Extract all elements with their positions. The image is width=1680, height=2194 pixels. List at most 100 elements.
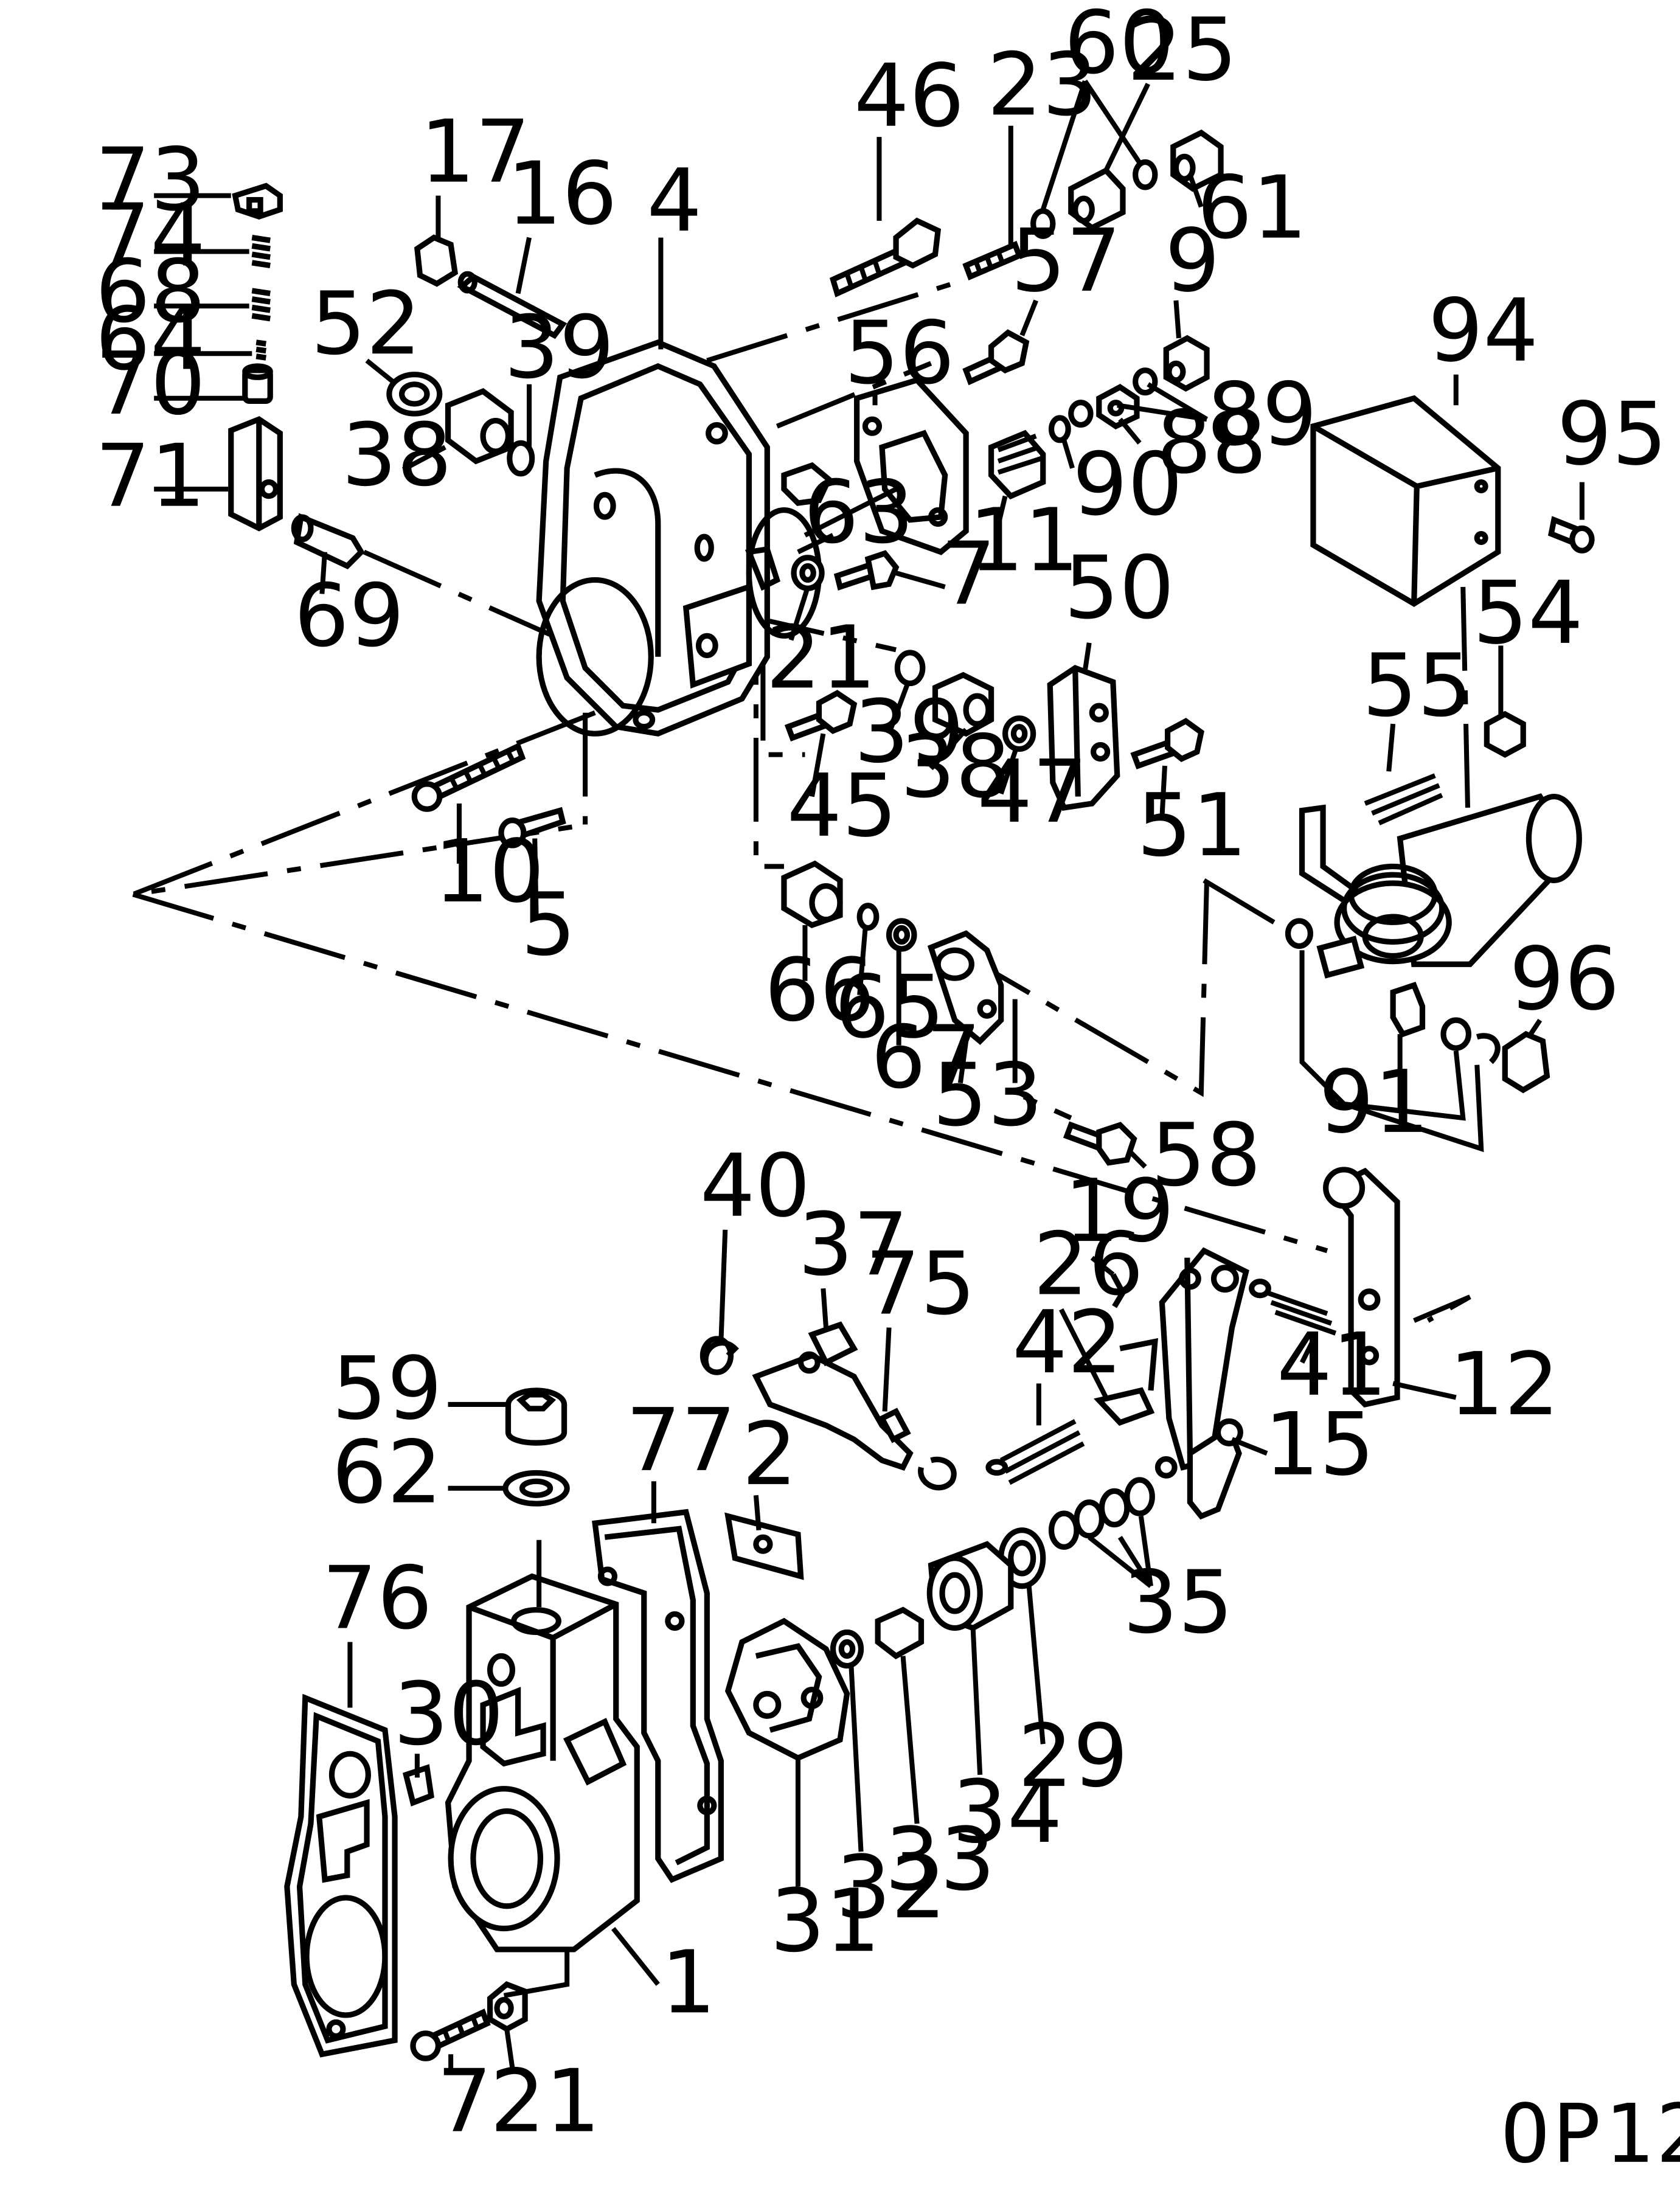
label-61: 61 <box>1197 158 1308 259</box>
label-88: 88 <box>1156 392 1267 493</box>
part-53-lever <box>927 930 1004 1045</box>
part-5-pin <box>498 807 566 849</box>
label-35: 35 <box>1123 1552 1234 1653</box>
label-57: 57 <box>1011 210 1122 311</box>
part-32-washer <box>830 1629 864 1669</box>
label-34: 34 <box>952 1762 1063 1862</box>
part-57-bolt <box>962 329 1030 386</box>
part-23-stud <box>962 240 1023 281</box>
label-52: 52 <box>311 273 422 374</box>
label-19: 19 <box>1064 1161 1175 1262</box>
part-34-sleeve <box>926 1541 1014 1631</box>
part-64-spring <box>255 339 266 361</box>
label-32: 32 <box>836 1837 946 1938</box>
part-74-spring <box>251 235 271 269</box>
label-25: 25 <box>1127 0 1238 100</box>
part-94-cover <box>1310 395 1501 607</box>
part-70-sleeve <box>242 363 273 404</box>
label-5: 5 <box>521 874 576 975</box>
part-46-bolt <box>829 217 942 297</box>
part-21-washer <box>791 555 825 591</box>
label-73: 73 <box>95 130 206 231</box>
part-66-plug <box>781 860 843 928</box>
part-38-bushing <box>445 388 514 465</box>
label-94: 94 <box>1428 280 1539 381</box>
label-23: 23 <box>987 35 1098 136</box>
label-29: 29 <box>1018 1706 1128 1807</box>
label-75: 75 <box>865 1234 976 1335</box>
label-54: 54 <box>1473 563 1583 664</box>
part-39b-oring <box>894 650 926 687</box>
label-95: 95 <box>1557 384 1667 485</box>
label-71: 71 <box>95 426 206 527</box>
part-11-valve <box>988 429 1046 500</box>
label-59: 59 <box>331 1338 442 1439</box>
label-21: 21 <box>766 607 876 708</box>
part-41-spring <box>1249 1279 1337 1336</box>
label-89: 89 <box>1207 364 1317 465</box>
part-95-screw <box>1547 516 1595 554</box>
label-63: 63 <box>804 462 914 563</box>
part-62-washer <box>502 1470 570 1507</box>
label-31: 31 <box>770 1870 881 1971</box>
label-91: 91 <box>1319 1052 1429 1153</box>
label-7: 7 <box>941 524 996 625</box>
label-53: 53 <box>932 1045 1043 1146</box>
part-19-pin <box>1110 1273 1126 1308</box>
label-45: 45 <box>787 755 898 856</box>
part-12-lever <box>1323 1167 1400 1408</box>
label-62: 62 <box>331 1422 442 1523</box>
label-4: 4 <box>647 150 702 251</box>
label-9: 9 <box>1165 210 1220 311</box>
part-15-lever-assembly <box>1154 1247 1249 1520</box>
part-59-plug <box>505 1387 568 1446</box>
part-61-nut <box>1170 129 1224 192</box>
part-52-washer <box>386 372 443 417</box>
part-labels: 73 74 68 64 70 71 69 17 16 4 52 39 38 46… <box>95 0 1668 2152</box>
label-1: 1 <box>661 1932 716 2033</box>
part-47-washer <box>1002 715 1036 752</box>
part-16-pin <box>457 271 568 339</box>
label-66: 66 <box>765 940 875 1041</box>
part-39-oring <box>507 440 535 477</box>
part-4-housing <box>536 339 770 737</box>
part-1-lower-housing <box>445 1573 640 1953</box>
part-ring-near-37 <box>918 1456 957 1491</box>
part-26-plate <box>1093 1338 1158 1426</box>
label-33: 33 <box>885 1809 996 1910</box>
part-25-nut <box>1068 167 1126 231</box>
label-16: 16 <box>507 144 617 245</box>
label-21b: 21 <box>490 2051 601 2152</box>
part-30-key <box>402 1764 435 1807</box>
part-40-circlip <box>699 1336 739 1375</box>
label-11: 11 <box>969 490 1080 591</box>
label-41: 41 <box>1277 1314 1387 1415</box>
label-37: 37 <box>798 1194 909 1295</box>
part-73 <box>232 182 283 220</box>
label-55: 55 <box>1362 635 1473 736</box>
part-55-spring <box>1364 773 1443 825</box>
part-56-cover <box>854 377 969 555</box>
part-plug <box>781 462 833 506</box>
label-77: 77 <box>626 1390 737 1491</box>
part-31-weight-holder <box>724 1617 850 1762</box>
label-12: 12 <box>1449 1334 1560 1435</box>
part-54-nut <box>1484 710 1526 758</box>
label-46: 46 <box>854 46 965 147</box>
part-45-bolt <box>784 690 858 741</box>
part-89-washers <box>1068 367 1158 428</box>
part-91-solenoid <box>1299 793 1582 979</box>
part-60-washers <box>1030 159 1158 239</box>
label-26: 26 <box>1033 1214 1144 1315</box>
label-39: 39 <box>504 297 615 398</box>
part-58-bolt <box>1063 1121 1137 1166</box>
label-38b: 38 <box>900 717 1011 818</box>
label-51: 51 <box>1137 775 1248 876</box>
label-50: 50 <box>1064 538 1175 639</box>
label-42: 42 <box>1012 1292 1123 1393</box>
label-15: 15 <box>1264 1394 1375 1495</box>
part-17-plug <box>414 234 459 287</box>
part-33-collar <box>875 1606 925 1659</box>
part-42-spring <box>985 1418 1085 1485</box>
